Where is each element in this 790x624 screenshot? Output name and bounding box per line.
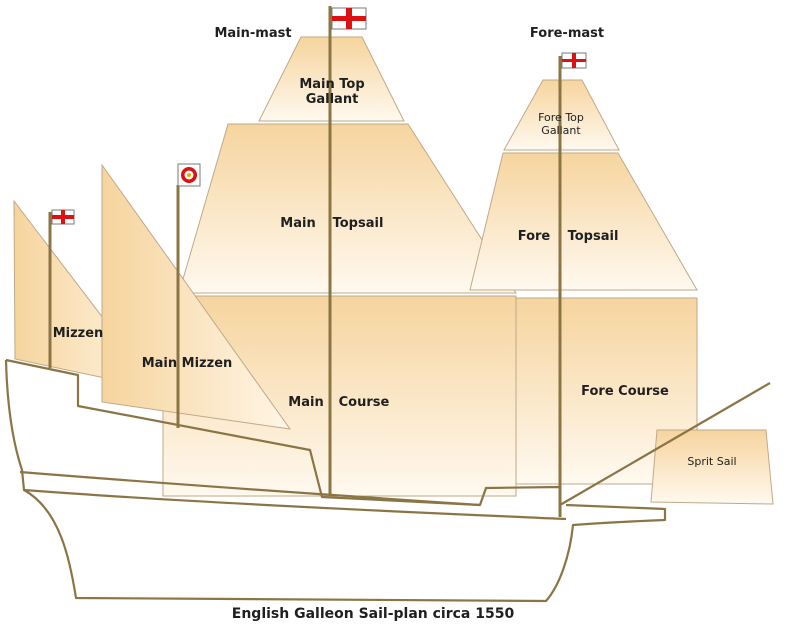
fore-mast-label: Fore-mast bbox=[530, 26, 604, 41]
fore-topsail-label-word1: Fore bbox=[518, 229, 551, 244]
main-top-gallant-label-line1: Main Top bbox=[299, 77, 364, 92]
main-mast-flag-icon bbox=[331, 7, 367, 30]
tudor-rose-flag-icon bbox=[177, 163, 201, 187]
fore-top-gallant-label-line1: Fore Top bbox=[538, 111, 584, 124]
fore-topsail-label-word2: Topsail bbox=[568, 229, 619, 244]
sprit-sail bbox=[650, 429, 774, 505]
main-course-label-word1: Main bbox=[288, 395, 323, 410]
main-topsail-label-word1: Main bbox=[280, 216, 315, 231]
main-mizzen-label: Main Mizzen bbox=[142, 356, 233, 371]
fore-topsail-sail bbox=[469, 152, 698, 291]
fore-mast-flag-icon bbox=[561, 52, 587, 69]
fore-course-label: Fore Course bbox=[581, 384, 669, 399]
mizzen-flag-icon bbox=[51, 209, 75, 225]
main-mizzen-sail bbox=[101, 163, 292, 430]
main-course-label-word2: Course bbox=[339, 395, 390, 410]
main-topsail-label-word2: Topsail bbox=[333, 216, 384, 231]
sprit-sail-label: Sprit Sail bbox=[687, 455, 736, 468]
mizzen-label: Mizzen bbox=[53, 326, 104, 341]
diagram-title: English Galleon Sail-plan circa 1550 bbox=[232, 606, 515, 622]
fore-top-gallant-label-line2: Gallant bbox=[541, 124, 581, 137]
main-top-gallant-label-line2: Gallant bbox=[306, 92, 359, 107]
main-mast-label: Main-mast bbox=[214, 26, 291, 41]
main-topsail-sail bbox=[178, 123, 517, 294]
